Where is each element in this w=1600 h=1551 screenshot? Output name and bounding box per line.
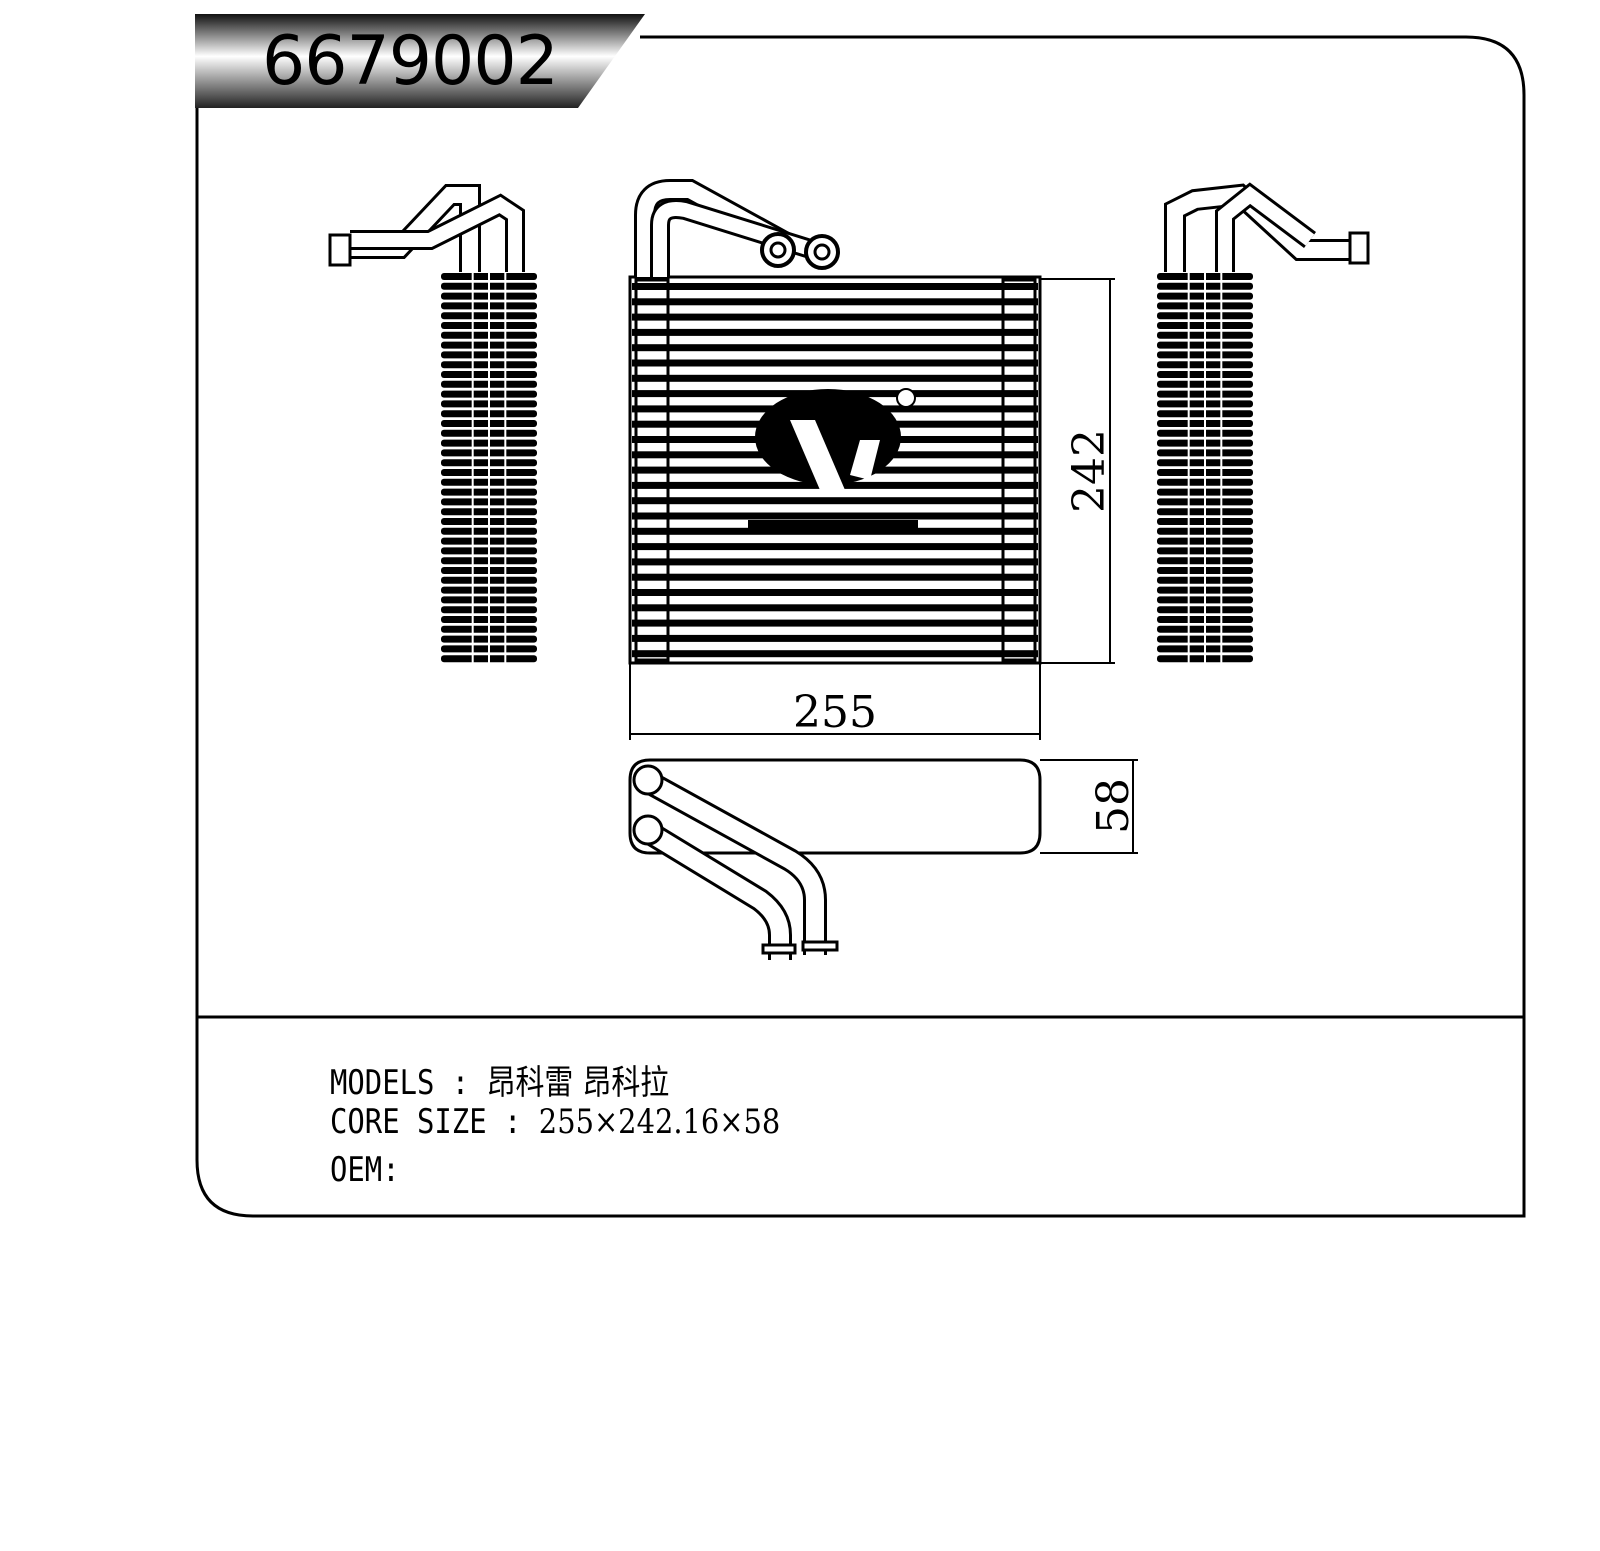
core-size-label: CORE SIZE xyxy=(330,1102,487,1142)
dimension-depth: 58 xyxy=(1088,778,1139,834)
separator: : xyxy=(486,1102,539,1142)
separator: : xyxy=(434,1063,487,1103)
brand-logo xyxy=(748,388,918,534)
right-side-view xyxy=(1164,182,1370,272)
core-tube xyxy=(632,634,1038,642)
models-row: MODELS : 昂科雷 昂科拉 xyxy=(330,1055,669,1104)
frame-border xyxy=(195,35,1526,1218)
models-label: MODELS xyxy=(330,1063,435,1103)
core-tube xyxy=(632,543,1038,551)
core-top-view xyxy=(628,758,1042,960)
core-tube xyxy=(632,313,1038,321)
core-size-row: CORE SIZE : 255×242.16×58 xyxy=(330,1102,780,1142)
dimension-width: 255 xyxy=(793,687,877,738)
part-number-title: 6679002 xyxy=(262,22,559,101)
core-tube xyxy=(632,573,1038,581)
core-tube xyxy=(632,619,1038,627)
core-tube xyxy=(632,344,1038,352)
core-tube xyxy=(632,512,1038,520)
core-tube xyxy=(632,589,1038,596)
left-side-view xyxy=(328,184,525,272)
core-tube xyxy=(632,283,1038,290)
core-tube xyxy=(632,359,1038,367)
core-tube xyxy=(632,298,1038,306)
core-tube xyxy=(632,328,1038,336)
core-tube xyxy=(632,497,1038,505)
dimension-lines xyxy=(629,278,1138,854)
core-front-view xyxy=(628,179,1042,665)
title-banner xyxy=(195,14,645,108)
oem-row: OEM: xyxy=(330,1150,400,1190)
oem-label: OEM: xyxy=(330,1150,400,1190)
core-tube xyxy=(632,558,1038,566)
core-tube xyxy=(632,604,1038,612)
core-size-value: 255×242.16×58 xyxy=(538,1102,781,1142)
models-value: 昂科雷 昂科拉 xyxy=(486,1063,670,1103)
core-tube xyxy=(632,374,1038,382)
core-tube xyxy=(632,650,1038,658)
dimension-height: 242 xyxy=(1064,429,1115,513)
